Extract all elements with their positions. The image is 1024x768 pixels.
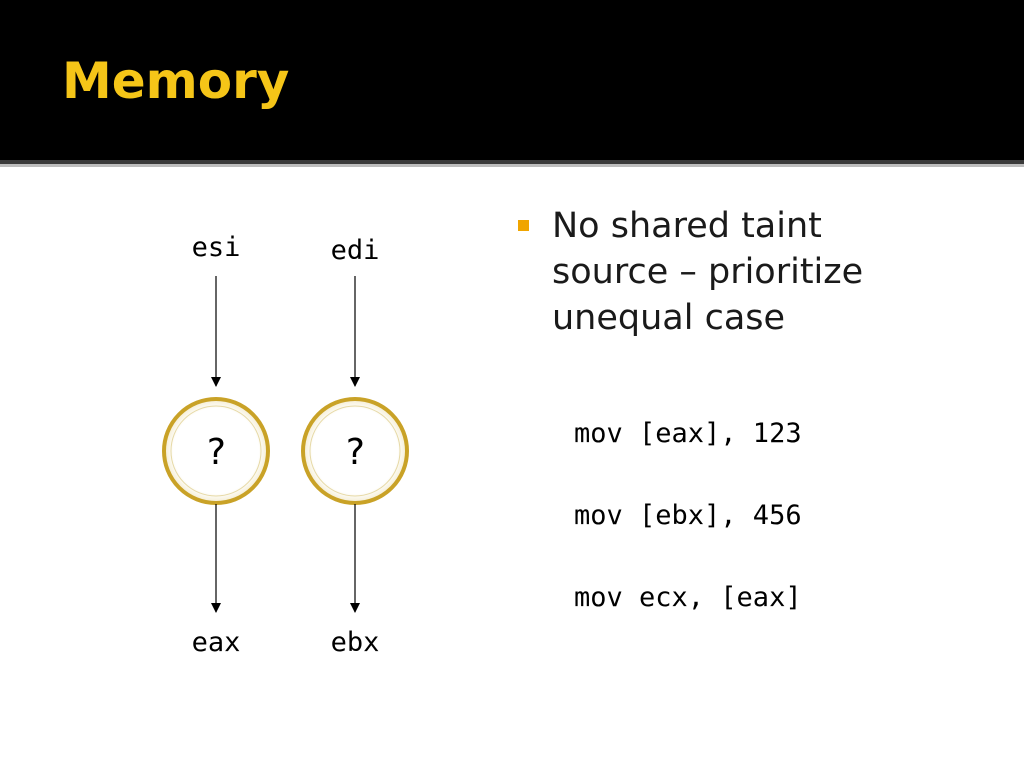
taint-node-right [301, 397, 409, 505]
bullet-line: unequal case [552, 298, 786, 338]
slide-title: Memory [62, 52, 290, 110]
taint-node-right-inner-ring [309, 405, 401, 497]
output-label-ebx: ebx [331, 627, 380, 658]
taint-node-left [162, 397, 270, 505]
node-label-left: ? [205, 432, 227, 473]
taint-node-left-inner-ring [170, 405, 262, 497]
bullet-point: No shared taint source – prioritize uneq… [552, 203, 932, 341]
bullet-line: source – prioritize [552, 252, 864, 292]
output-label-eax: eax [192, 627, 241, 658]
title-bar: Memory [0, 0, 1024, 160]
bullet-line: No shared taint [552, 206, 822, 246]
title-rule-shadow [0, 164, 1024, 167]
bullet-square-icon [518, 220, 529, 231]
title-rule [0, 160, 1024, 164]
code-line-3: mov ecx, [eax] [574, 582, 802, 613]
code-line-2: mov [ebx], 456 [574, 500, 802, 531]
node-label-right: ? [344, 432, 366, 473]
code-line-1: mov [eax], 123 [574, 418, 802, 449]
input-label-edi: edi [331, 235, 380, 266]
input-label-esi: esi [192, 232, 241, 263]
